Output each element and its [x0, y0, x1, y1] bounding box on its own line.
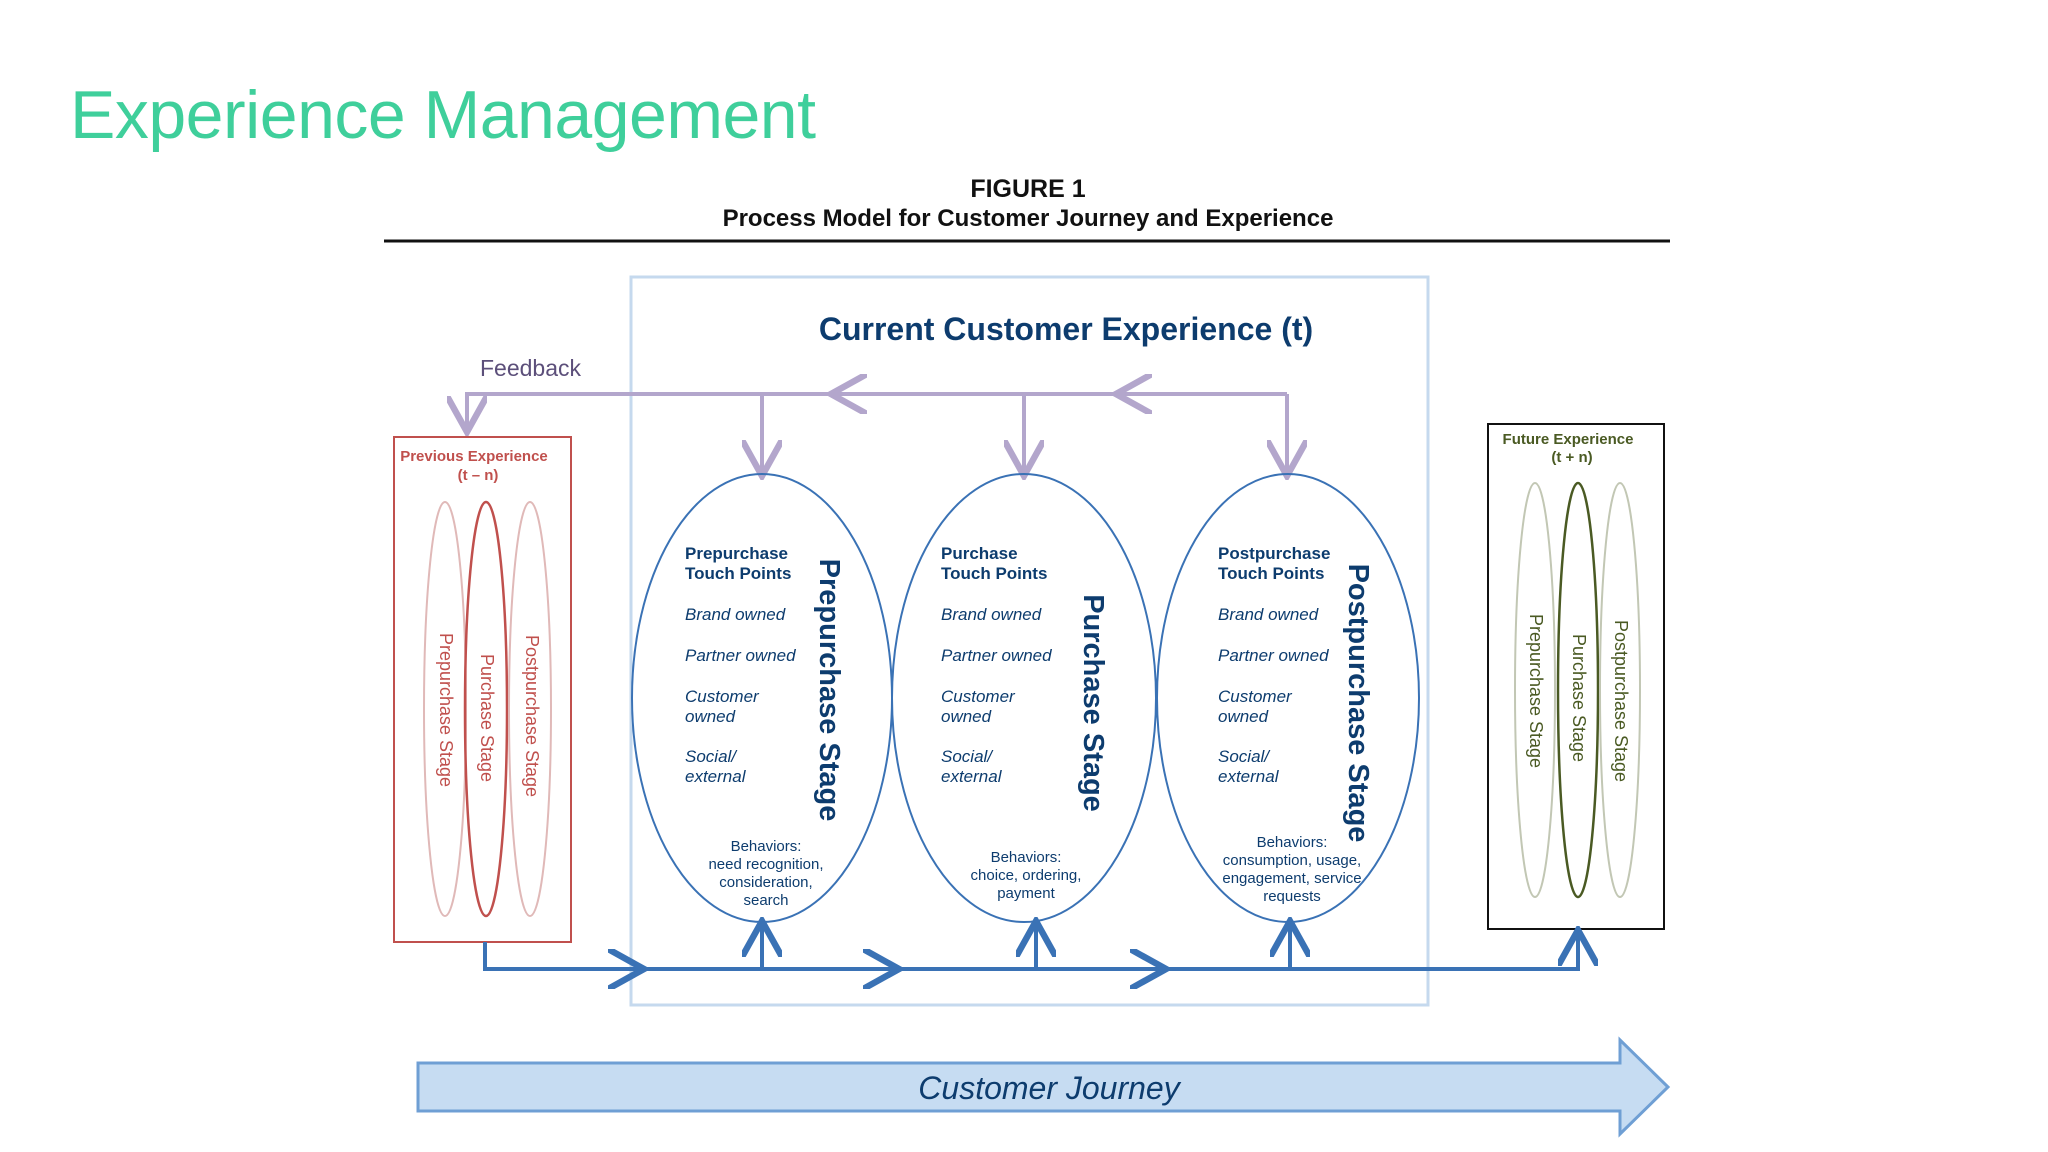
prepurchase-behaviors-heading: Behaviors: [731, 838, 802, 855]
prepurchase-social: Social/ [685, 747, 738, 766]
purchase-partner-owned: Partner owned [941, 646, 1052, 665]
customer-journey-arrow-shape [416, 1036, 1671, 1138]
previous-experience-box [393, 436, 572, 943]
postpurchase-external: external [1218, 767, 1280, 786]
prepurchase-owned: owned [685, 707, 736, 726]
future-prepurchase-ellipse [1514, 482, 1556, 898]
prepurchase-touch-points-line2: Touch Points [685, 564, 791, 583]
postpurchase-behaviors-line1: consumption, usage, [1223, 852, 1361, 869]
purchase-stage: Purchase Touch Points Brand owned Partne… [891, 473, 1157, 923]
prepurchase-stage: Prepurchase Touch Points Brand owned Par… [631, 473, 893, 923]
future-postpurchase-ellipse [1599, 482, 1641, 898]
prepurchase-behaviors-line2: consideration, [719, 874, 812, 891]
flow-main-line [483, 934, 1578, 971]
previous-purchase-label: Purchase Stage [477, 654, 497, 782]
prepurchase-partner-owned: Partner owned [685, 646, 796, 665]
current-experience-box [629, 275, 1430, 1007]
prepurchase-brand-owned: Brand owned [685, 605, 786, 624]
purchase-customer: Customer [941, 687, 1016, 706]
figure-label: FIGURE 1 [970, 175, 1085, 203]
purchase-behaviors-line2: payment [997, 885, 1055, 902]
postpurchase-touch-points-line1: Postpurchase [1218, 544, 1330, 563]
feedback-label: Feedback [480, 355, 582, 381]
previous-experience-title: Previous Experience [400, 448, 548, 465]
future-experience: Future Experience (t + n) Prepurchase St… [1487, 423, 1665, 930]
prepurchase-behaviors-line1: need recognition, [708, 856, 823, 873]
prepurchase-touch-points-line1: Prepurchase [685, 544, 788, 563]
previous-purchase-ellipse [463, 500, 509, 918]
postpurchase-behaviors-line2: engagement, service [1222, 870, 1361, 887]
purchase-social: Social/ [941, 747, 994, 766]
feedback-main-line [467, 392, 1287, 428]
previous-postpurchase-ellipse [508, 501, 552, 917]
figure-caption: Process Model for Customer Journey and E… [723, 205, 1334, 232]
future-prepurchase-label: Prepurchase Stage [1526, 614, 1546, 768]
postpurchase-stage-label: Postpurchase Stage [1342, 564, 1374, 843]
purchase-behaviors-heading: Behaviors: [991, 849, 1062, 866]
postpurchase-touch-points-line2: Touch Points [1218, 564, 1324, 583]
purchase-touch-points-line1: Purchase [941, 544, 1018, 563]
purchase-brand-owned: Brand owned [941, 605, 1042, 624]
prepurchase-stage-label: Prepurchase Stage [813, 559, 845, 822]
purchase-owned: owned [941, 707, 992, 726]
postpurchase-customer: Customer [1218, 687, 1293, 706]
customer-journey-label: Customer Journey [918, 1070, 1181, 1106]
purchase-stage-label: Purchase Stage [1077, 594, 1109, 812]
postpurchase-owned: owned [1218, 707, 1269, 726]
purchase-behaviors-line1: choice, ordering, [971, 867, 1082, 884]
previous-experience-period: (t – n) [458, 467, 499, 484]
postpurchase-brand-owned: Brand owned [1218, 605, 1319, 624]
feedback-loop [467, 394, 1287, 472]
postpurchase-stage: Postpurchase Touch Points Brand owned Pa… [1156, 473, 1420, 923]
current-experience-title: Current Customer Experience (t) [819, 311, 1313, 347]
prepurchase-behaviors-line3: search [743, 892, 788, 909]
prepurchase-customer: Customer [685, 687, 760, 706]
previous-postpurchase-label: Postpurchase Stage [522, 635, 542, 797]
future-experience-title: Future Experience [1503, 431, 1634, 448]
postpurchase-social: Social/ [1218, 747, 1271, 766]
future-postpurchase-label: Postpurchase Stage [1611, 620, 1631, 782]
purchase-external: external [941, 767, 1003, 786]
purchase-touch-points-line2: Touch Points [941, 564, 1047, 583]
future-purchase-label: Purchase Stage [1569, 634, 1589, 762]
previous-experience: Previous Experience (t – n) Prepurchase … [393, 436, 572, 943]
postpurchase-behaviors-heading: Behaviors: [1257, 834, 1328, 851]
previous-prepurchase-label: Prepurchase Stage [436, 633, 456, 787]
future-experience-period: (t + n) [1551, 449, 1592, 466]
postpurchase-behaviors-line3: requests [1263, 888, 1321, 905]
customer-journey-arrow: Customer Journey [416, 1036, 1671, 1138]
journey-flow [483, 925, 1578, 971]
prepurchase-external: external [685, 767, 747, 786]
future-purchase-ellipse [1556, 481, 1600, 899]
slide-title: Experience Management [70, 77, 816, 153]
postpurchase-partner-owned: Partner owned [1218, 646, 1329, 665]
